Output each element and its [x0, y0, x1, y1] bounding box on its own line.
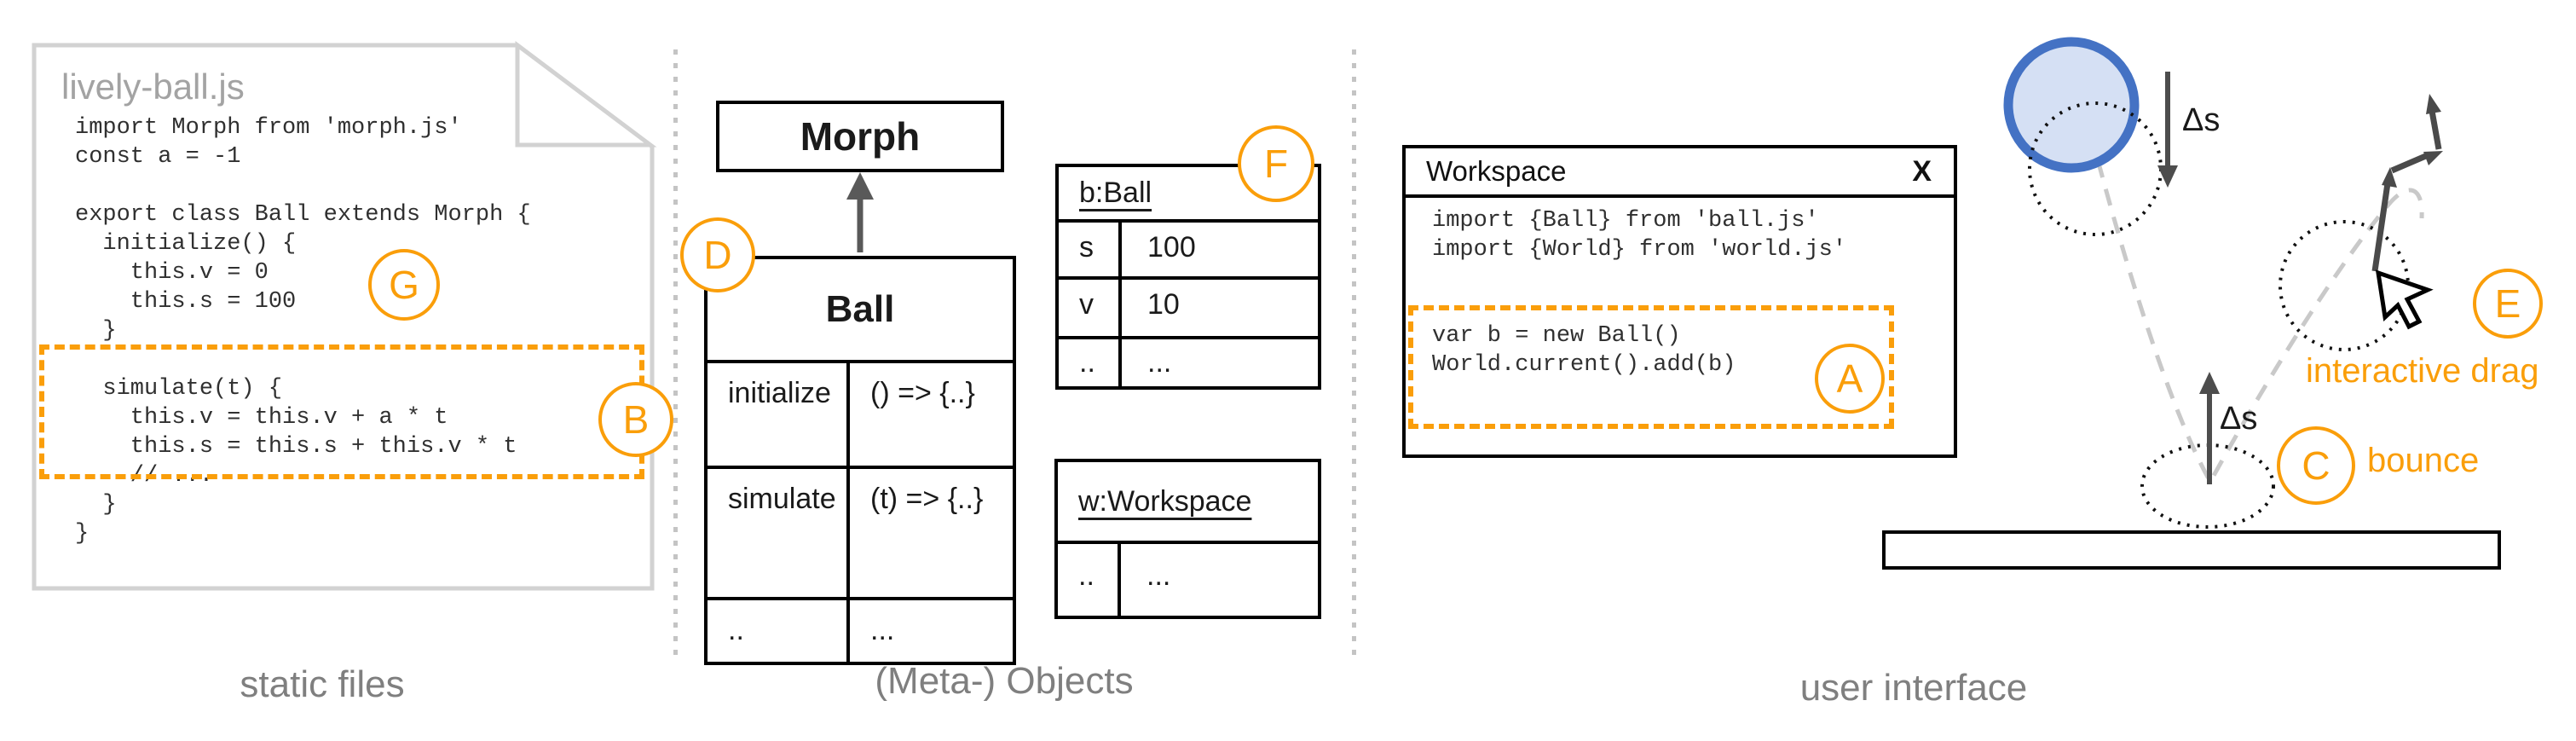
- workspace-instance-title: w:Workspace: [1078, 484, 1252, 518]
- method-name: ..: [708, 600, 850, 662]
- file-page-shape: [32, 43, 655, 591]
- inheritance-arrow-head: [846, 172, 874, 200]
- delta-s-up-arrow-head: [2199, 372, 2220, 394]
- workspace-titlebar[interactable]: Workspace X: [1406, 148, 1954, 198]
- slot-value: ...: [1147, 346, 1172, 379]
- trajectory-path: [2074, 76, 2424, 487]
- table-row: .. ...: [1058, 541, 1318, 616]
- drag-arrow-1-shaft: [2371, 182, 2391, 272]
- slot-value: 100: [1147, 231, 1196, 263]
- marker-b: B: [598, 382, 673, 457]
- slot-name: s: [1059, 223, 1122, 276]
- slot-name: ..: [1058, 544, 1121, 616]
- morph-class-box: Morph: [716, 101, 1004, 172]
- workspace-import-code[interactable]: import {Ball} from 'ball.js' import {Wor…: [1432, 208, 1847, 263]
- table-row: s 100: [1059, 219, 1318, 276]
- mouse-cursor-icon[interactable]: [2375, 269, 2434, 330]
- workspace-window-title: Workspace: [1426, 155, 1567, 187]
- caption-static-files: static files: [240, 663, 405, 705]
- table-row: v 10: [1059, 276, 1318, 336]
- ball-class-table: Ball initialize () => {..} simulate (t) …: [704, 256, 1016, 665]
- delta-s-down-label: Δs: [2182, 102, 2221, 138]
- table-row: initialize () => {..}: [708, 360, 1013, 466]
- ball-class-title: Ball: [825, 288, 895, 330]
- marker-a: A: [1815, 344, 1885, 414]
- table-row: simulate (t) => {..}: [708, 466, 1013, 597]
- ball-instance-title: b:Ball: [1079, 177, 1152, 209]
- slot-value: ...: [1146, 559, 1171, 592]
- method-name: simulate: [708, 469, 850, 597]
- marker-f: F: [1238, 125, 1314, 202]
- caption-user-interface: user interface: [1799, 667, 2028, 709]
- section-divider-right: [1352, 49, 1356, 657]
- interactive-drag-label: interactive drag: [2306, 352, 2539, 390]
- method-value: (t) => {..}: [870, 483, 984, 515]
- drag-arrow-3-head: [2426, 94, 2441, 114]
- delta-s-down-arrow-head: [2157, 165, 2178, 188]
- slot-name: ..: [1059, 339, 1122, 386]
- workspace-command-code[interactable]: var b = new Ball() World.current().add(b…: [1432, 323, 1736, 378]
- annotation-box-simulate: [39, 344, 644, 479]
- method-value: ...: [870, 614, 895, 646]
- bounce-label: bounce: [2367, 442, 2480, 479]
- file-name-label: lively-ball.js: [61, 67, 245, 107]
- table-row: .. ...: [708, 597, 1013, 662]
- slot-name: v: [1059, 280, 1122, 336]
- drag-arrow-2-head: [2423, 151, 2443, 165]
- drag-arrow-3-shaft: [2429, 110, 2442, 150]
- marker-g: G: [368, 249, 440, 321]
- ground-floor: [1882, 530, 2501, 570]
- section-divider-left: [673, 49, 678, 657]
- workspace-instance-table: w:Workspace .. ...: [1054, 459, 1321, 619]
- delta-s-up-label: Δs: [2220, 401, 2258, 437]
- file-page-fold-corner: [515, 41, 657, 148]
- table-row: .. ...: [1059, 336, 1318, 386]
- method-value: () => {..}: [870, 377, 975, 409]
- close-button[interactable]: X: [1912, 154, 1932, 188]
- marker-d: D: [680, 217, 755, 292]
- method-name: initialize: [708, 363, 850, 466]
- drag-arrow-2-shaft: [2390, 152, 2429, 174]
- file-code-block: import Morph from 'morph.js' const a = -…: [75, 115, 531, 547]
- caption-meta-objects: (Meta-) Objects: [875, 660, 1134, 702]
- marker-e: E: [2473, 269, 2543, 339]
- annotation-box-doit: [1408, 305, 1894, 429]
- drag-arrow-1-head: [2382, 167, 2397, 188]
- marker-c: C: [2277, 426, 2355, 505]
- ball-shape[interactable]: [2003, 37, 2140, 173]
- slot-value: 10: [1147, 288, 1180, 321]
